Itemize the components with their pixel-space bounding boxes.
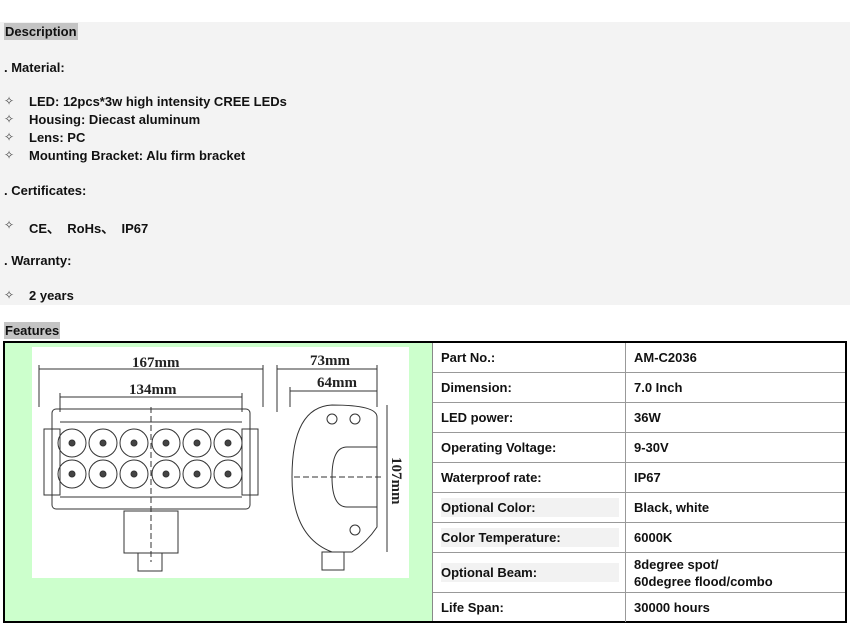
material-title: . Material: — [4, 60, 65, 75]
led-outline — [151, 428, 181, 458]
led-dot — [68, 439, 76, 447]
list-item: ✧CE、 RoHs、 IP67 — [4, 218, 149, 236]
table-row: Color Temperature:6000K — [433, 522, 845, 553]
table-row: Part No.:AM-C2036 — [433, 343, 845, 373]
led-outline — [88, 459, 118, 489]
table-row: Optional Color:Black, white — [433, 492, 845, 523]
led-dot — [193, 439, 201, 447]
led-outline — [213, 428, 243, 458]
inner-width-label: 134mm — [129, 382, 177, 398]
table-row: Dimension:7.0 Inch — [433, 372, 845, 403]
bullet-icon: ✧ — [4, 148, 15, 162]
table-row: Life Span:30000 hours — [433, 592, 845, 622]
led-dot — [99, 439, 107, 447]
description-section — [0, 22, 850, 305]
warranty-title: . Warranty: — [4, 253, 72, 268]
depth-label: 73mm — [310, 353, 350, 369]
led-dot — [224, 439, 232, 447]
bullet-icon: ✧ — [4, 112, 15, 126]
inner-depth-label: 64mm — [317, 375, 357, 391]
description-heading: Description — [4, 23, 78, 40]
led-outline — [182, 428, 212, 458]
bullet-icon: ✧ — [4, 218, 15, 232]
led-outline — [57, 459, 87, 489]
drawing-cell: 167mm 134mm 73mm 64mm 107mm — [5, 343, 433, 621]
list-item: ✧2 years — [4, 288, 74, 303]
led-outline — [213, 459, 243, 489]
table-row: Optional Beam:8degree spot/60degree floo… — [433, 552, 845, 593]
bullet-icon: ✧ — [4, 288, 15, 302]
spec-table: Part No.:AM-C2036 Dimension:7.0 Inch LED… — [433, 343, 845, 622]
width-label: 167mm — [132, 355, 180, 371]
bullet-icon: ✧ — [4, 94, 15, 108]
dimension-drawing: 167mm 134mm 73mm 64mm 107mm — [32, 347, 409, 578]
led-dot — [193, 470, 201, 478]
led-dot — [130, 439, 138, 447]
features-table: 167mm 134mm 73mm 64mm 107mm Part No.:AM-… — [3, 341, 847, 623]
led-dot — [68, 470, 76, 478]
led-outline — [88, 428, 118, 458]
bullet-icon: ✧ — [4, 130, 15, 144]
led-dot — [162, 470, 170, 478]
certificates-title: . Certificates: — [4, 183, 87, 198]
led-outline — [119, 428, 149, 458]
table-row: LED power:36W — [433, 402, 845, 433]
led-outline — [119, 459, 149, 489]
led-dot — [162, 439, 170, 447]
led-outline — [57, 428, 87, 458]
led-dot — [99, 470, 107, 478]
features-heading: Features — [4, 322, 61, 339]
led-outline — [182, 459, 212, 489]
led-outline — [151, 459, 181, 489]
led-dot — [130, 470, 138, 478]
table-row: Operating Voltage:9-30V — [433, 432, 845, 463]
height-label: 107mm — [388, 457, 404, 505]
table-row: Waterproof rate:IP67 — [433, 462, 845, 493]
led-dot — [224, 470, 232, 478]
